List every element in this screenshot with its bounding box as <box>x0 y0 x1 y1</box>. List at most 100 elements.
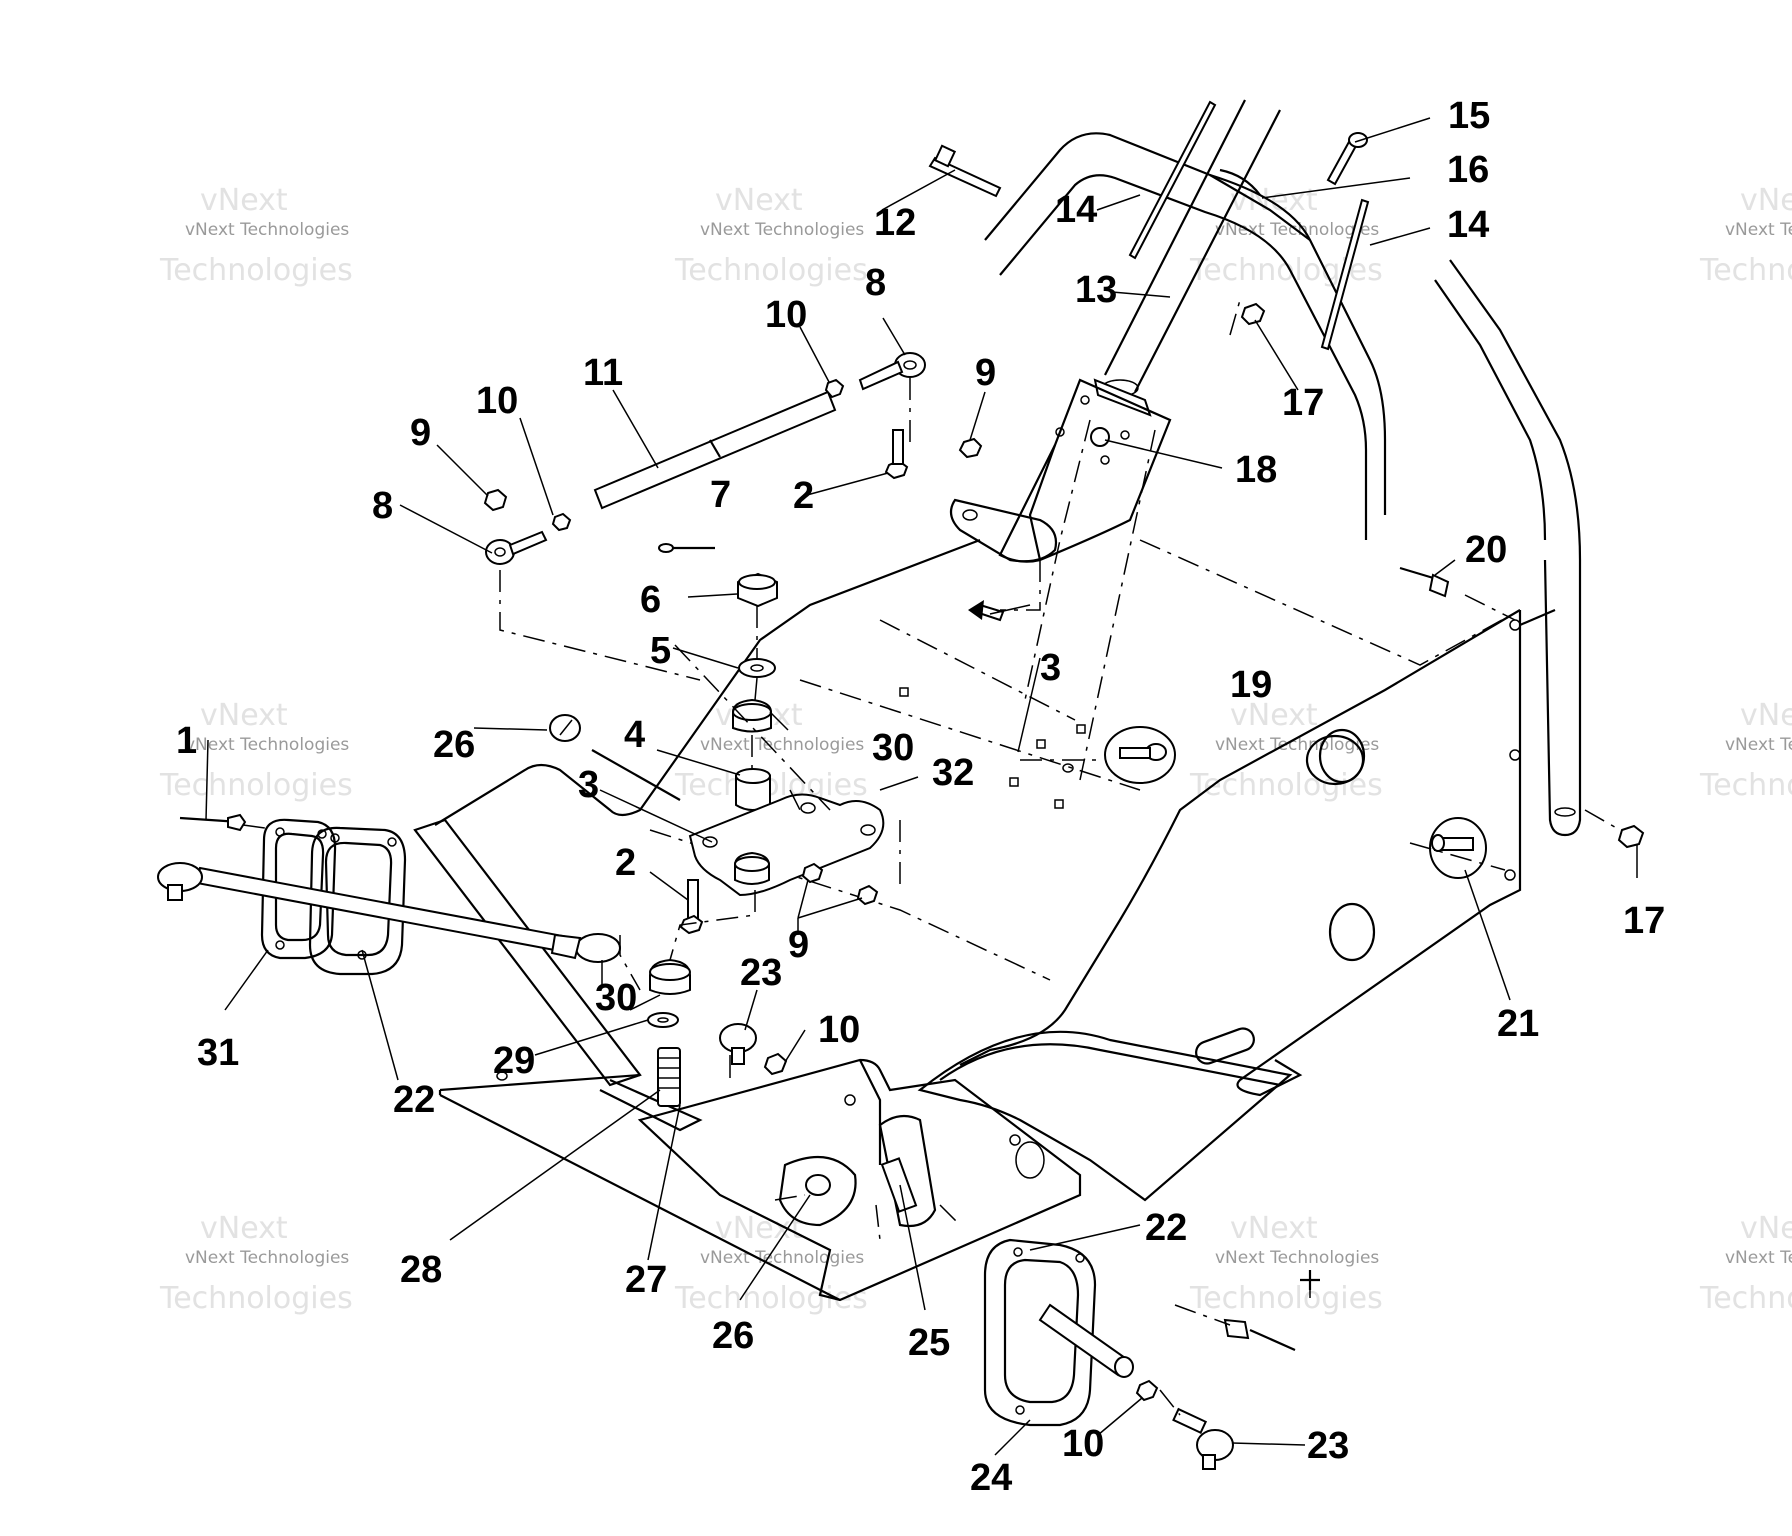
callout-19: 19 <box>1230 664 1272 706</box>
callout-15: 15 <box>1448 95 1490 137</box>
watermark-company: vNext Technologies <box>185 735 349 755</box>
callout-28: 28 <box>400 1249 442 1291</box>
column-clamp-bracket <box>949 378 1172 563</box>
watermark-brand: vNext <box>1230 1211 1318 1246</box>
callout-17: 17 <box>1282 382 1324 424</box>
callout-26: 26 <box>433 724 475 766</box>
callout-23: 23 <box>1307 1425 1349 1467</box>
callout-9: 9 <box>788 924 809 966</box>
callout-2: 2 <box>793 475 814 517</box>
watermark-brand: vNext <box>715 1211 803 1246</box>
callout-3: 3 <box>1040 647 1061 689</box>
watermark-company: vNext Technologies <box>1215 735 1379 755</box>
right-hardware <box>719 100 1645 1470</box>
watermark-tile: vNext vNext Technologies Technologies <box>674 1211 868 1316</box>
callout-7: 7 <box>710 474 731 516</box>
callout-2: 2 <box>615 842 636 884</box>
callout-31: 31 <box>197 1032 239 1074</box>
watermark-tile: vNext vNext Technologies Technologies <box>1189 1211 1383 1316</box>
callout-10: 10 <box>765 294 807 336</box>
callout-8: 8 <box>865 262 886 304</box>
watermark-brand: vNext <box>200 1211 288 1246</box>
watermark-word: Technologies <box>159 253 353 288</box>
watermark-group: vNext vNext Technologies Technologies vN… <box>159 183 1792 1316</box>
watermark-company: vNext Technologies <box>1725 220 1792 240</box>
callout-30: 30 <box>595 977 637 1019</box>
watermark-tile: vNext vNext Technologies Technologies <box>1189 183 1383 288</box>
center-stack <box>496 572 885 1107</box>
watermark-word: Technologies <box>159 1281 353 1316</box>
watermark-word: Technologies <box>1189 768 1383 803</box>
assembly-lines <box>242 299 1621 1416</box>
callout-12: 12 <box>874 202 916 244</box>
watermark-brand: vNext <box>1740 1211 1792 1246</box>
callout-18: 18 <box>1235 449 1277 491</box>
watermark-word: Technologies <box>1189 1281 1383 1316</box>
callout-1: 1 <box>176 720 197 762</box>
callout-25: 25 <box>908 1322 950 1364</box>
watermark-company: vNext Technologies <box>185 220 349 240</box>
callout-8: 8 <box>372 485 393 527</box>
watermark-tile: vNext vNext Technologies Technologies <box>159 183 353 288</box>
watermark-tile: vNext vNext Technologies Technologies <box>674 183 868 288</box>
callout-17: 17 <box>1623 900 1665 942</box>
watermark-company: vNext Technologies <box>185 1248 349 1268</box>
watermark-tile: vNext vNext Technologies Technologies <box>159 698 353 803</box>
watermark-word: Technologies <box>159 768 353 803</box>
callout-9: 9 <box>410 412 431 454</box>
watermark-tile: vNext vNext Technologies Technologies <box>1189 698 1383 803</box>
callout-13: 13 <box>1075 269 1117 311</box>
watermark-company: vNext Technologies <box>700 735 864 755</box>
watermark-word: Technologies <box>674 253 868 288</box>
callout-29: 29 <box>493 1040 535 1082</box>
handlebar <box>984 132 1582 837</box>
callout-10: 10 <box>1062 1423 1104 1465</box>
watermark-company: vNext Technologies <box>700 1248 864 1268</box>
callout-9: 9 <box>975 352 996 394</box>
left-pedal-hardware <box>157 714 681 985</box>
callout-16: 16 <box>1447 149 1489 191</box>
watermark-company: vNext Technologies <box>700 220 864 240</box>
watermark-company: vNext Technologies <box>1725 1248 1792 1268</box>
callout-22: 22 <box>1145 1207 1187 1249</box>
callout-10: 10 <box>818 1009 860 1051</box>
callout-4: 4 <box>624 714 645 756</box>
leader-lines <box>205 117 1638 1456</box>
upper-linkage <box>483 144 1005 622</box>
watermark-tile: vNext vNext Technologies Technologies <box>1699 698 1792 803</box>
callout-5: 5 <box>650 630 671 672</box>
watermark-brand: vNext <box>1230 698 1318 733</box>
callout-27: 27 <box>625 1259 667 1301</box>
callout-30: 30 <box>872 727 914 769</box>
callout-14: 14 <box>1055 189 1097 231</box>
callout-11: 11 <box>583 352 623 394</box>
watermark-brand: vNext <box>1740 183 1792 218</box>
steering-column <box>1093 99 1281 417</box>
watermark-brand: vNext <box>200 698 288 733</box>
callout-14: 14 <box>1447 204 1489 246</box>
callout-32: 32 <box>932 752 974 794</box>
watermark-brand: vNext <box>200 183 288 218</box>
callout-labels: 1 2 2 3 3 4 5 6 7 8 8 9 9 9 10 10 10 10 … <box>176 95 1665 1499</box>
watermark-tile: vNext vNext Technologies Technologies <box>1699 183 1792 288</box>
watermark-company: vNext Technologies <box>1725 735 1792 755</box>
callout-10: 10 <box>476 380 518 422</box>
callout-3: 3 <box>578 764 599 806</box>
watermark-word: Technologies <box>1699 768 1792 803</box>
watermark-company: vNext Technologies <box>1215 1248 1379 1268</box>
callout-24: 24 <box>970 1457 1012 1499</box>
watermark-tile: vNext vNext Technologies Technologies <box>1699 1211 1792 1316</box>
watermark-tile: vNext vNext Technologies Technologies <box>159 1211 353 1316</box>
callout-26: 26 <box>712 1315 754 1357</box>
main-frame <box>413 538 1556 1302</box>
callout-23: 23 <box>740 952 782 994</box>
watermark-brand: vNext <box>1740 698 1792 733</box>
watermark-brand: vNext <box>715 183 803 218</box>
watermark-word: Technologies <box>1699 253 1792 288</box>
callout-6: 6 <box>640 579 661 621</box>
callout-22: 22 <box>393 1079 435 1121</box>
callout-21: 21 <box>1497 1003 1539 1045</box>
watermark-word: Technologies <box>1699 1281 1792 1316</box>
callout-20: 20 <box>1465 529 1507 571</box>
